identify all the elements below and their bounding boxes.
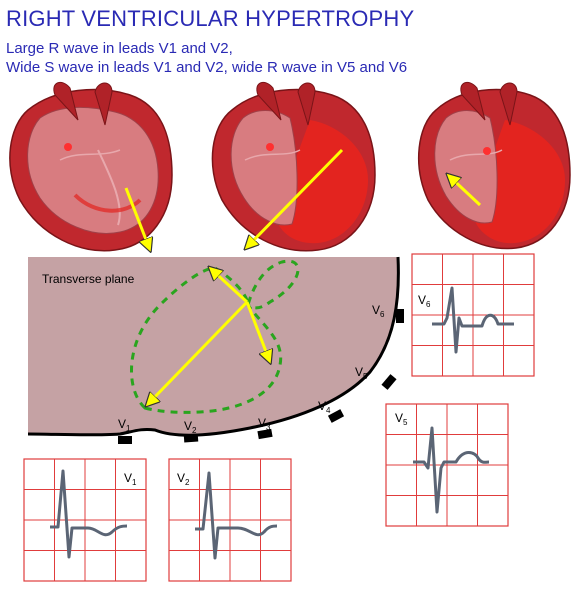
ecg-panel-v2: V2: [168, 458, 292, 582]
vector-arrow-lateral: [245, 301, 270, 362]
vector-arrow-main: [147, 300, 249, 405]
lead-label-v5: V5: [355, 365, 368, 381]
electrode-v3: [257, 428, 273, 440]
ecg-panel-v5: V5: [385, 403, 509, 527]
lead-label-v3: V3: [258, 416, 271, 432]
page-title: RIGHT VENTRICULAR HYPERTROPHY: [6, 6, 415, 31]
vector-arrow-anterior: [210, 268, 249, 304]
lead-label-v2: V2: [184, 419, 197, 435]
heart-diagram-3: [418, 81, 571, 250]
vector-loop: [130, 259, 300, 414]
lead-label-v1: V1: [118, 417, 131, 433]
subtitle-line-2: Wide S wave in leads V1 and V2, wide R w…: [6, 59, 408, 76]
ecg-label-v1: V1: [124, 471, 137, 487]
subtitle-line-1: Large R wave in leads V1 and V2,: [6, 40, 233, 57]
electrode-v5: [381, 374, 397, 390]
vector-arrow-heart-3: [448, 175, 482, 207]
transverse-plane-label: Transverse plane: [42, 272, 135, 286]
heart-diagram-2: [211, 81, 376, 252]
vector-arrow-heart-2: [246, 148, 344, 248]
ecg-label-v2: V2: [177, 471, 190, 487]
transverse-plane-section: Transverse plane V1 V2 V3 V4 V5 V6: [27, 256, 404, 444]
ecg-trace-v6: [432, 286, 514, 354]
electrode-v1: [118, 436, 132, 444]
heart-diagram-1: [9, 81, 173, 250]
ecg-trace-v1: [50, 469, 128, 559]
lead-label-v6: V6: [372, 303, 385, 319]
ecg-panel-v1: V1: [23, 458, 147, 582]
electrode-v4: [327, 409, 345, 423]
ecg-label-v6: V6: [418, 293, 431, 309]
ecg-label-v5: V5: [395, 411, 408, 427]
ecg-trace-v5: [413, 426, 490, 514]
vector-arrow-heart-1: [124, 187, 150, 250]
electrode-v2: [183, 433, 199, 443]
ecg-trace-v2: [195, 471, 278, 560]
ecg-panel-v6: V6: [411, 253, 535, 377]
electrode-v6: [396, 309, 404, 323]
lead-label-v4: V4: [318, 399, 331, 415]
